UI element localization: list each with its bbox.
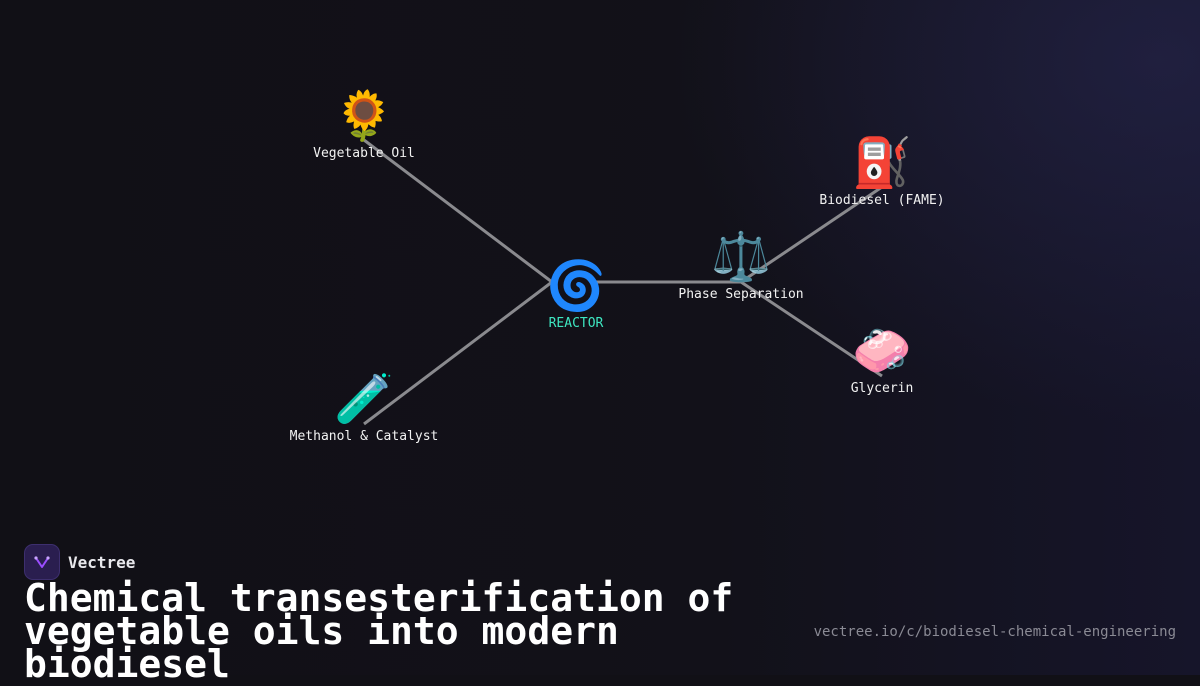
node-phase-separation-label: Phase Separation: [678, 287, 804, 302]
node-glycerin[interactable]: 🧼 Glycerin: [851, 323, 914, 396]
node-phase-separation[interactable]: ⚖️ Phase Separation: [678, 229, 803, 302]
node-biodiesel[interactable]: ⛽ Biodiesel (FAME): [819, 135, 944, 208]
page-title: Chemical transesterification of vegetabl…: [24, 576, 734, 686]
node-reactor-label: REACTOR: [548, 316, 604, 331]
vectree-logo-icon: [24, 544, 60, 580]
soap-icon: 🧼: [852, 323, 912, 379]
node-methanol-catalyst-label: Methanol & Catalyst: [289, 429, 439, 444]
edge-phase-separation-to-biodiesel: [740, 185, 883, 284]
source-url[interactable]: vectree.io/c/biodiesel-chemical-engineer…: [813, 624, 1176, 640]
brand[interactable]: Vectree: [24, 544, 135, 580]
node-methanol-catalyst[interactable]: 🧪 Methanol & Catalyst: [290, 371, 439, 444]
edge-phase-separation-to-glycerin: [740, 280, 883, 378]
edge-methanol-to-reactor: [363, 280, 553, 426]
edge-vegetable-oil-to-reactor: [363, 138, 553, 284]
node-vegetable-oil[interactable]: 🌻 Vegetable Oil: [313, 88, 415, 161]
cyclone-icon: 🌀: [546, 258, 606, 314]
node-reactor[interactable]: 🌀 REACTOR: [546, 258, 606, 331]
node-vegetable-oil-label: Vegetable Oil: [313, 146, 415, 161]
fuel-pump-icon: ⛽: [852, 135, 912, 191]
sunflower-icon: 🌻: [334, 88, 394, 144]
test-tube-icon: 🧪: [334, 371, 394, 427]
brand-name: Vectree: [68, 552, 136, 572]
node-biodiesel-label: Biodiesel (FAME): [819, 193, 945, 208]
node-glycerin-label: Glycerin: [850, 381, 914, 396]
balance-scale-icon: ⚖️: [711, 229, 771, 285]
